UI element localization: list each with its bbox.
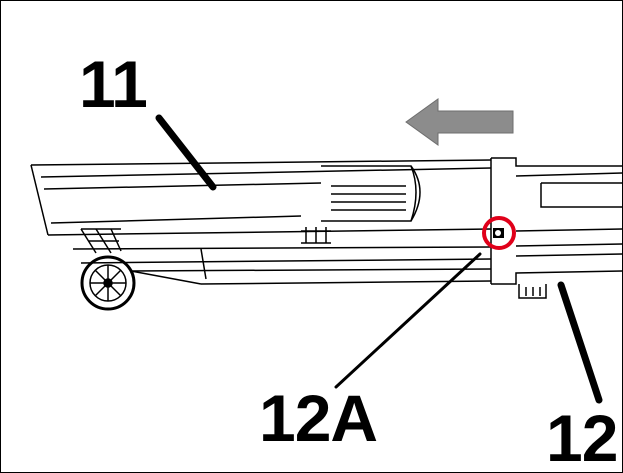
leader-line-11 [155, 114, 217, 191]
leader-line-12 [557, 281, 603, 404]
label-12: 12 [546, 401, 617, 472]
wheel-assembly [80, 228, 136, 311]
left-arrow-icon [405, 98, 514, 146]
grip-section [321, 165, 421, 222]
label-11: 11 [79, 47, 147, 121]
leader-lines [155, 114, 603, 404]
label-12A: 12A [259, 381, 377, 455]
right-housing [490, 157, 622, 299]
leader-line-12A [334, 252, 482, 389]
tube-body [30, 159, 492, 285]
circle-highlight-icon [482, 216, 516, 250]
